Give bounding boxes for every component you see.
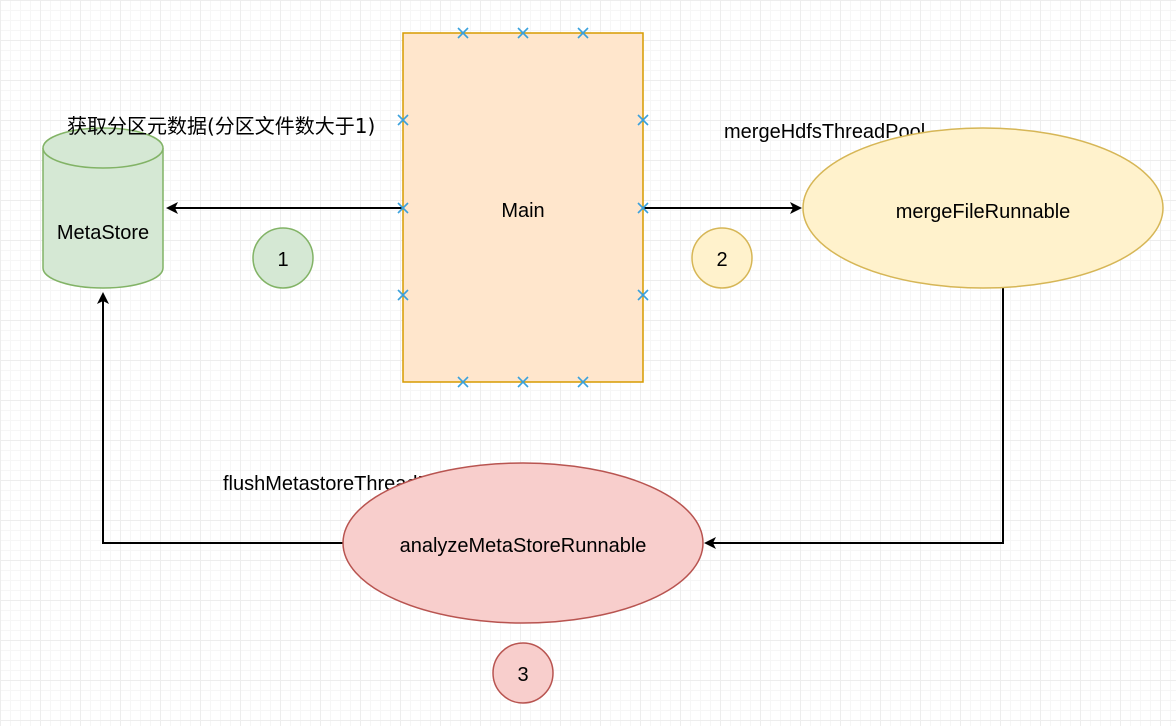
- connection-point-icon: [637, 202, 649, 214]
- edge-merge-to-analyze[interactable]: [704, 288, 1004, 549]
- connection-point-icon: [637, 114, 649, 126]
- step-2-circle: [691, 227, 753, 289]
- merge-pool-label: mergeHdfsThreadPool: [724, 121, 925, 143]
- merge-file-runnable-ellipse: [802, 127, 1164, 289]
- analyze-metastore-runnable-label: analyzeMetaStoreRunnable: [400, 535, 647, 557]
- connection-point-icon: [457, 27, 469, 39]
- step-2-number: 2: [716, 249, 727, 271]
- connection-point-icon: [517, 376, 529, 388]
- connection-point-icon: [397, 289, 409, 301]
- step-1-number: 1: [277, 249, 288, 271]
- connection-point-icon: [517, 27, 529, 39]
- metastore-cylinder-top: [42, 127, 164, 169]
- metastore-database[interactable]: MetaStore: [42, 127, 164, 289]
- metastore-cylinder-body: [42, 148, 164, 289]
- connection-point-icon: [397, 114, 409, 126]
- step-3-badge[interactable]: 3: [492, 642, 554, 704]
- main-node[interactable]: Main: [402, 32, 644, 383]
- merge-file-runnable-node[interactable]: mergeFileRunnable: [802, 127, 1164, 289]
- merge-file-runnable-label: mergeFileRunnable: [896, 201, 1071, 223]
- connection-point-icon: [397, 202, 409, 214]
- step-2-badge[interactable]: 2: [691, 227, 753, 289]
- edge-analyze-to-metastore[interactable]: [97, 292, 343, 544]
- connection-point-icon: [457, 376, 469, 388]
- step-1-circle: [252, 227, 314, 289]
- connection-point-icon: [577, 27, 589, 39]
- connection-point-icon: [577, 376, 589, 388]
- connection-points: [397, 27, 649, 388]
- main-box: [402, 32, 644, 383]
- main-label: Main: [501, 200, 544, 222]
- step-3-circle: [492, 642, 554, 704]
- connection-point-icon: [637, 289, 649, 301]
- analyze-metastore-runnable-node[interactable]: analyzeMetaStoreRunnable: [342, 462, 704, 624]
- analyze-metastore-runnable-ellipse: [342, 462, 704, 624]
- fetch-partition-metadata-label: 获取分区元数据(分区文件数大于1): [67, 114, 375, 138]
- metastore-label: MetaStore: [57, 222, 149, 244]
- step-1-badge[interactable]: 1: [252, 227, 314, 289]
- step-3-number: 3: [517, 664, 528, 686]
